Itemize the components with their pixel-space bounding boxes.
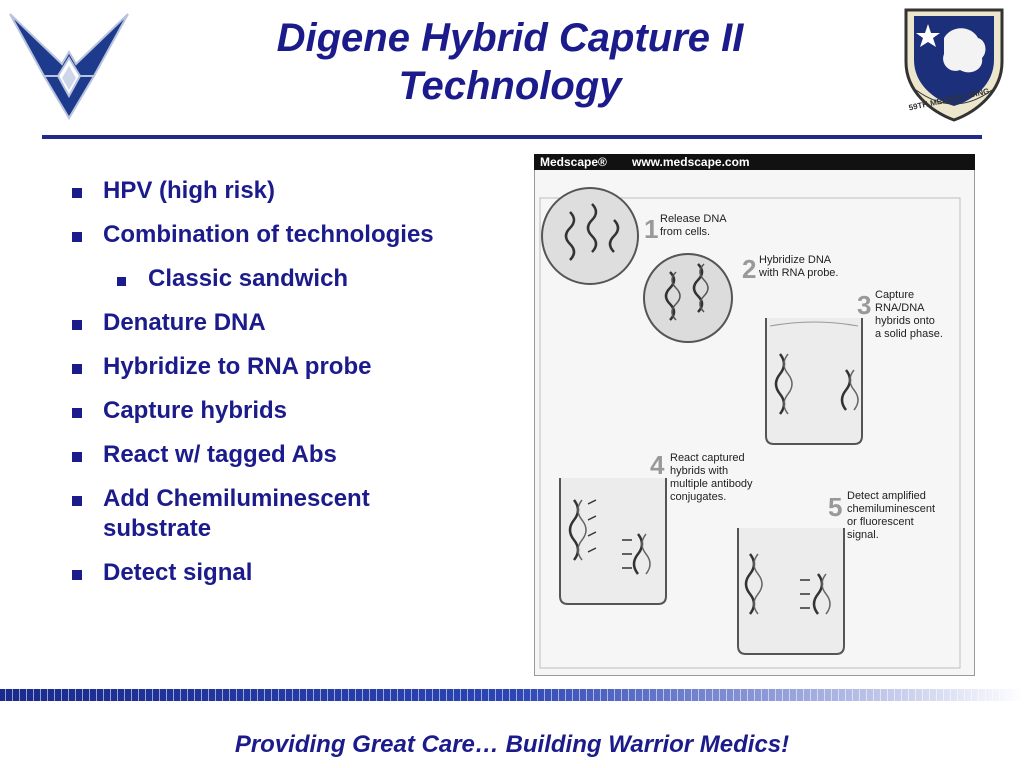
step-2-number: 2: [742, 254, 756, 284]
title-line-2: Technology: [398, 64, 622, 108]
bullet-hybridize: Hybridize to RNA probe: [70, 352, 520, 382]
title-divider: [42, 135, 982, 139]
step-5-label-d: signal.: [847, 529, 879, 541]
bullet-react: React w/ tagged Abs: [70, 440, 520, 470]
step-1-label-a: Release DNA: [660, 213, 727, 225]
step-1-number: 1: [644, 214, 658, 244]
step-5-label-b: chemiluminescent: [847, 503, 935, 515]
slide-title: Digene Hybrid Capture II Technology: [150, 14, 870, 110]
step-5-label-a: Detect amplified: [847, 490, 926, 502]
bullet-combination: Combination of technologies: [70, 220, 520, 250]
footer-band: [0, 689, 1024, 701]
step-3-label-c: hybrids onto: [875, 315, 935, 327]
hybrid-capture-diagram: Medscape® www.medscape.com 1 Release DNA…: [534, 154, 975, 676]
bullet-chemiluminescent: Add Chemiluminescent substrate: [70, 484, 433, 544]
bullet-list: HPV (high risk) Combination of technolog…: [70, 176, 520, 602]
air-force-wings-icon: [9, 13, 129, 120]
step-5-number: 5: [828, 492, 842, 522]
footer-slogan: Providing Great Care… Building Warrior M…: [234, 731, 790, 758]
bullet-classic-sandwich: Classic sandwich: [115, 264, 520, 294]
step-2-label-a: Hybridize DNA: [759, 254, 832, 266]
step-4-label-c: multiple antibody: [670, 478, 753, 490]
step-4-label-a: React captured: [670, 452, 745, 464]
capture-well-icon: [765, 318, 863, 445]
cell-icon: [541, 187, 639, 285]
title-line-1: Digene Hybrid Capture II: [276, 16, 744, 60]
hybrid-cell-icon: [643, 253, 733, 343]
step-3-number: 3: [857, 290, 871, 320]
figure-header-left: Medscape®: [540, 155, 607, 169]
detection-well-icon: [737, 528, 845, 655]
bullet-hpv: HPV (high risk): [70, 176, 520, 206]
step-3-label-a: Capture: [875, 289, 914, 301]
step-5-label-c: or fluorescent: [847, 516, 914, 528]
figure-header-right: www.medscape.com: [631, 155, 750, 169]
step-4-label-b: hybrids with: [670, 465, 728, 477]
bullet-denature: Denature DNA: [70, 308, 520, 338]
step-3-label-b: RNA/DNA: [875, 302, 925, 314]
step-2-label-b: with RNA probe.: [758, 267, 838, 279]
step-4-label-d: conjugates.: [670, 491, 726, 503]
bullet-detect: Detect signal: [70, 558, 520, 588]
step-1-label-b: from cells.: [660, 226, 710, 238]
bullet-capture: Capture hybrids: [70, 396, 520, 426]
step-3-label-d: a solid phase.: [875, 328, 943, 340]
step-4-number: 4: [650, 450, 665, 480]
medical-wing-shield-icon: [904, 8, 1004, 122]
antibody-well-icon: [559, 478, 667, 605]
